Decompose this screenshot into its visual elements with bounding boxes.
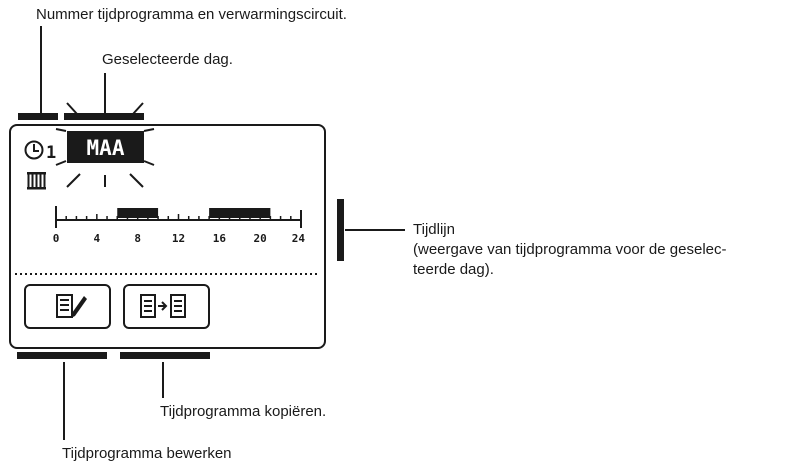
blink-rays	[55, 100, 155, 188]
timeline-heating-period	[117, 208, 159, 218]
selected-day[interactable]: MAA	[87, 136, 125, 160]
radiator-icon	[27, 172, 46, 190]
timeline-tick-label: 20	[254, 232, 267, 245]
selected-day-highlight	[67, 131, 144, 163]
timeline-callout-desc-1: (weergave van tijdprogramma voor de gese…	[413, 241, 727, 258]
timeline-tick-label: 4	[94, 232, 101, 245]
marker-bars	[17, 113, 344, 359]
timeline-tick-label: 24	[292, 232, 306, 245]
program-number-callout: Nummer tijdprogramma en verwarmingscircu…	[36, 6, 347, 23]
timeline: 0 4 8 12 16 20 24	[53, 206, 306, 245]
timeline-tick-label: 8	[134, 232, 141, 245]
clock-icon	[24, 140, 44, 160]
timeline-heating-period	[209, 208, 271, 218]
timeline-tick-label: 0	[53, 232, 60, 245]
timeline-tick-label: 16	[213, 232, 227, 245]
selected-day-callout: Geselecteerde dag.	[102, 51, 233, 68]
timeline-callout-desc-2: teerde dag).	[413, 261, 494, 278]
edit-program-callout: Tijdprogramma bewerken	[62, 445, 232, 462]
copy-program-button[interactable]	[123, 284, 210, 329]
timeline-tick-label: 12	[172, 232, 185, 245]
copy-program-callout: Tijdprogramma kopiëren.	[160, 403, 327, 420]
edit-program-button[interactable]	[24, 284, 111, 329]
program-number: 1	[46, 143, 56, 163]
copy-list-icon	[140, 294, 186, 318]
timeline-callout-title: Tijdlijn	[413, 221, 455, 238]
edit-list-icon	[56, 294, 87, 318]
